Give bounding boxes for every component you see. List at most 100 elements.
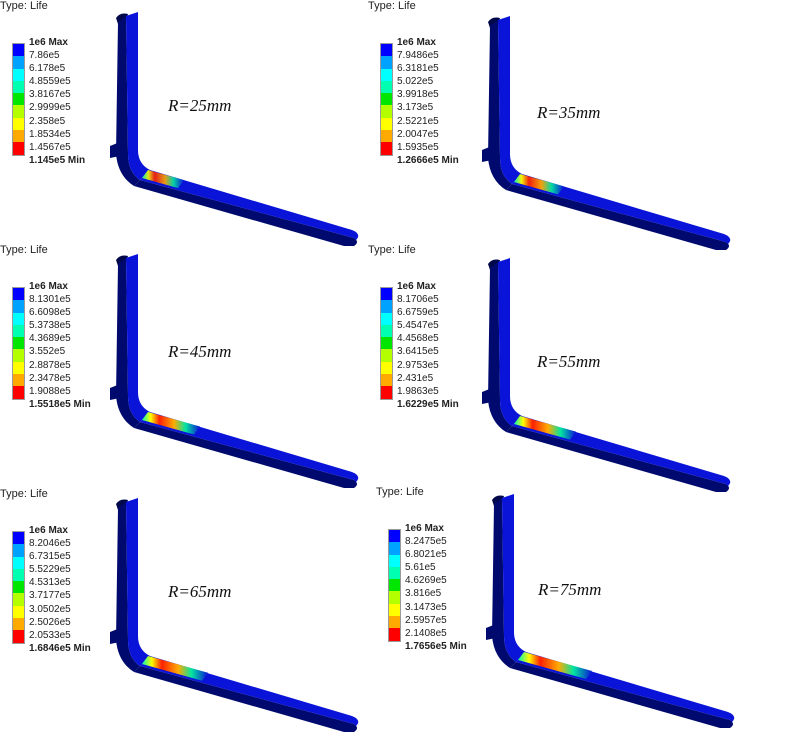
legend-swatch [381, 117, 392, 131]
legend-value: 2.9753e5 [397, 359, 439, 371]
legend-swatch [389, 628, 400, 641]
legend-swatch [389, 554, 400, 567]
legend-min-value: 1.6229e5 Min [397, 398, 459, 410]
legend-swatch [13, 288, 24, 301]
legend-swatch [13, 80, 24, 94]
legend-swatch [389, 616, 400, 629]
legend-swatch [13, 581, 24, 594]
result-type-label: Type: Life [368, 244, 416, 256]
legend-max-value: 1e6 Max [397, 37, 436, 48]
legend-swatch [13, 312, 24, 325]
legend-swatch [13, 532, 24, 545]
legend-value: 6.8021e5 [405, 549, 447, 561]
legend-color-bar [12, 287, 25, 400]
fork-contour-model [110, 498, 359, 732]
legend-swatch [13, 605, 24, 619]
legend-max-value: 1e6 Max [405, 523, 444, 534]
legend-value: 3.8167e5 [29, 89, 71, 101]
legend-swatch [381, 312, 392, 325]
legend-value: 4.5313e5 [29, 577, 71, 589]
legend-swatch [13, 324, 24, 338]
legend-value: 7.86e5 [29, 50, 60, 62]
legend-swatch [381, 80, 392, 94]
legend-color-bar [380, 43, 393, 156]
legend-value: 3.7177e5 [29, 590, 71, 602]
legend-value: 3.0502e5 [29, 603, 71, 615]
legend-color-bar [388, 529, 401, 642]
legend-swatch [381, 324, 392, 338]
legend-swatch [13, 44, 24, 57]
legend-value: 3.1473e5 [405, 601, 447, 613]
legend-swatch [13, 68, 24, 81]
legend-value: 6.6759e5 [397, 307, 439, 319]
legend-swatch [381, 337, 392, 350]
legend-swatch [13, 386, 24, 399]
legend-value: 7.9486e5 [397, 50, 439, 62]
legend-swatch [381, 56, 392, 69]
legend-swatch [381, 386, 392, 399]
legend-value: 2.3478e5 [29, 372, 71, 384]
result-type-label: Type: Life [0, 488, 48, 500]
legend-value: 6.3181e5 [397, 63, 439, 75]
legend-swatch [13, 349, 24, 362]
legend-swatch [13, 568, 24, 582]
legend-value: 2.8878e5 [29, 359, 71, 371]
legend-color-bar [380, 287, 393, 400]
legend-swatch [13, 337, 24, 350]
legend-swatch [381, 349, 392, 362]
legend-max-value: 1e6 Max [29, 281, 68, 292]
legend-min-value: 1.7656e5 Min [405, 640, 467, 652]
legend-value: 3.6415e5 [397, 346, 439, 358]
legend-value: 1.8534e5 [29, 128, 71, 140]
fillet-radius-label: R=35mm [537, 103, 601, 122]
legend-swatch [381, 361, 392, 375]
fork-contour-model [482, 258, 731, 492]
legend-swatch [381, 142, 392, 155]
legend-value: 4.4568e5 [397, 333, 439, 345]
legend-swatch [13, 117, 24, 131]
legend-min-value: 1.145e5 Min [29, 154, 86, 166]
legend-swatch [13, 300, 24, 313]
legend-swatch [13, 556, 24, 569]
legend-value: 1.5935e5 [397, 141, 439, 153]
legend-swatch [389, 579, 400, 592]
fillet-radius-label: R=75mm [538, 580, 602, 599]
legend-swatch [381, 130, 392, 143]
legend-color-bar [12, 531, 25, 644]
legend-value: 5.61e5 [405, 562, 436, 574]
result-type-label: Type: Life [368, 0, 416, 12]
legend-swatch [389, 530, 400, 543]
legend-value: 2.0533e5 [29, 629, 71, 641]
legend-value: 1.9088e5 [29, 385, 71, 397]
legend-swatch [389, 603, 400, 617]
legend-value: 1.4567e5 [29, 141, 71, 153]
fillet-radius-label: R=45mm [168, 342, 232, 361]
legend-swatch [381, 374, 392, 387]
legend-swatch [381, 288, 392, 301]
result-type-label: Type: Life [0, 0, 48, 12]
legend-value: 2.358e5 [29, 115, 66, 127]
legend-swatch [13, 105, 24, 118]
legend-value: 3.552e5 [29, 346, 66, 358]
result-type-label: Type: Life [376, 486, 424, 498]
legend-swatch [13, 130, 24, 143]
legend-min-value: 1.6846e5 Min [29, 642, 91, 654]
legend-value: 3.816e5 [405, 588, 442, 600]
legend-value: 2.0047e5 [397, 128, 439, 140]
legend-color-bar [12, 43, 25, 156]
legend-value: 4.3689e5 [29, 333, 71, 345]
legend-value: 2.431e5 [397, 372, 434, 384]
legend-swatch [13, 630, 24, 643]
legend-value: 8.2475e5 [405, 536, 447, 548]
legend-value: 2.5221e5 [397, 115, 439, 127]
legend-swatch [13, 374, 24, 387]
legend-value: 8.2046e5 [29, 538, 71, 550]
legend-value: 1.9863e5 [397, 385, 439, 397]
legend-value: 5.022e5 [397, 76, 434, 88]
legend-value: 2.5957e5 [405, 614, 447, 626]
legend-value: 2.9999e5 [29, 102, 71, 114]
legend-max-value: 1e6 Max [29, 37, 68, 48]
